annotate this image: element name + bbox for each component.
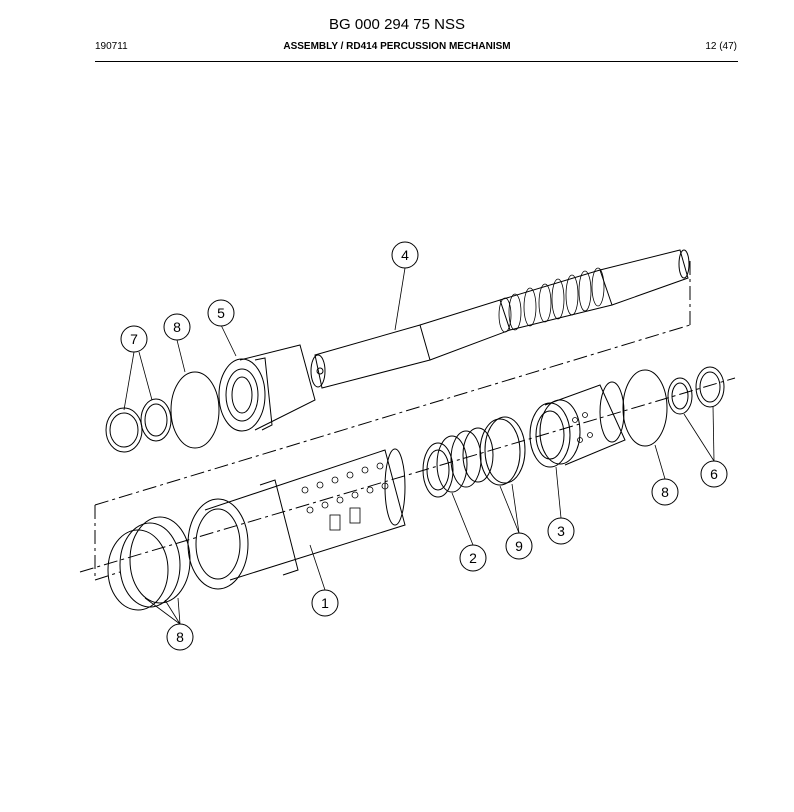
upper-assembly-frame [79, 258, 736, 581]
callout-7: 7 [130, 331, 138, 347]
valve-sleeve-part-3 [529, 381, 626, 468]
callout-6: 6 [710, 466, 718, 482]
callout-3: 3 [557, 523, 565, 539]
page-number: 12 (47) [705, 41, 737, 52]
callout-5: 5 [217, 305, 225, 321]
callout-8-lower: 8 [176, 629, 184, 645]
date-code: 190711 [95, 41, 128, 52]
o-rings-part-8-lower [107, 516, 191, 611]
callout-9: 9 [515, 538, 523, 554]
front-head-part-5 [218, 344, 316, 432]
callout-1: 1 [321, 595, 329, 611]
document-number: BG 000 294 75 NSS [329, 16, 465, 33]
rings-part-6 [667, 366, 725, 415]
callout-circles [120, 241, 728, 651]
o-ring-part-8-right [622, 369, 668, 447]
page-title: ASSEMBLY / RD414 PERCUSSION MECHANISM [283, 41, 511, 52]
callout-8-upper: 8 [173, 319, 181, 335]
piston-part-4 [310, 249, 690, 389]
header-rule [95, 61, 738, 62]
callout-4: 4 [401, 247, 409, 263]
o-ring-part-8-upper [170, 371, 220, 449]
seal-sleeve-part-2 [422, 427, 494, 498]
callout-2: 2 [469, 550, 477, 566]
rings-part-7 [105, 398, 172, 453]
leader-lines [123, 267, 715, 625]
cylinder-part-1 [187, 448, 406, 590]
callout-8-right: 8 [661, 484, 669, 500]
rings-part-9 [479, 416, 526, 486]
